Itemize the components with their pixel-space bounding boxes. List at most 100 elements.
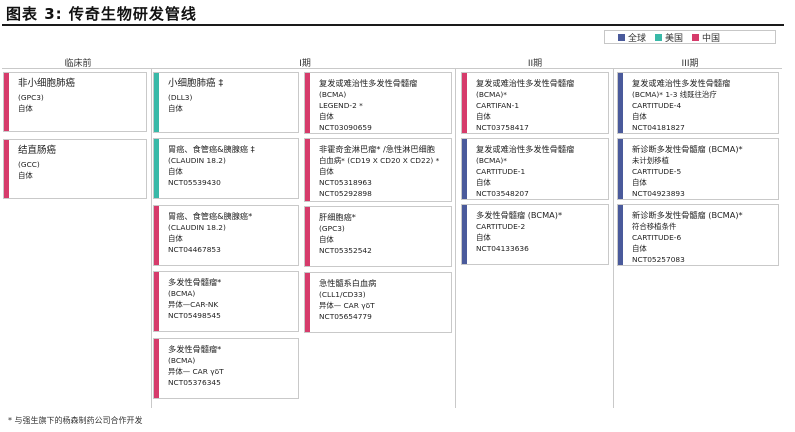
card-target: (BCMA)* — [476, 90, 507, 99]
region-bar — [154, 339, 159, 398]
card-indication: 急性髓系白血病 — [319, 278, 377, 288]
card-indication: 复发或难治性多发性骨髓瘤 — [476, 78, 575, 88]
card-cell-source: 自体 — [632, 112, 647, 121]
title-rule — [2, 24, 784, 26]
card-indication: 非霍奇金淋巴瘤* /急性淋巴细胞 — [319, 144, 435, 154]
card-trial-id: NCT05498545 — [168, 311, 221, 320]
footnote: * 与强生旗下的杨森制药公司合作开发 — [8, 416, 143, 425]
figure-title: 图表 3: 传奇生物研发管线 — [6, 5, 197, 23]
card-indication: 胃癌、食管癌&胰腺癌* — [168, 211, 253, 221]
card-target: (CLAUDIN 18.2) — [168, 223, 226, 232]
card-indication: 小细胞肺癌 ‡ — [168, 78, 224, 89]
card-trial-id: NCT05654779 — [319, 312, 372, 321]
card-study: CARTITUDE-4 — [632, 101, 682, 110]
card-population: 未计划移植 — [632, 156, 669, 165]
region-bar — [305, 73, 310, 133]
card-trial-id: NCT04467853 — [168, 245, 221, 254]
card-indication: 多发性骨髓瘤* — [168, 344, 222, 354]
card-indication: 复发或难治性多发性骨髓瘤 — [476, 144, 575, 154]
region-bar — [462, 139, 467, 199]
legend-label-us: 美国 — [665, 33, 684, 44]
pipeline-card: 复发或难治性多发性骨髓瘤 (BCMA)* CARTITUDE-1 自体 NCT0… — [461, 138, 609, 200]
pipeline-card: 复发或难治性多发性骨髓瘤 (BCMA)* 1-3 线既往治疗 CARTITUDE… — [617, 72, 779, 134]
card-indication: 新诊断多发性骨髓瘤 (BCMA)* — [632, 210, 743, 220]
card-trial-id: NCT03548207 — [476, 189, 529, 198]
card-target: (BCMA) — [319, 90, 347, 99]
pipeline-card: 肝细胞癌* (GPC3) 自体 NCT05352542 — [304, 206, 452, 267]
card-trial-id: NCT03758417 — [476, 123, 529, 132]
pipeline-card: 复发或难治性多发性骨髓瘤 (BCMA) LEGEND-2 * 自体 NCT030… — [304, 72, 452, 134]
legend-label-global: 全球 — [628, 33, 647, 44]
card-target: (BCMA)* 1-3 线既往治疗 — [632, 90, 717, 99]
region-bar — [618, 73, 623, 133]
card-study: CARTIFAN-1 — [476, 101, 520, 110]
card-cell-source: 自体 — [632, 178, 647, 187]
legend-swatch-china — [692, 33, 700, 41]
card-target: (GCC) — [18, 160, 40, 169]
legend-item-us: 美国 — [655, 31, 683, 44]
region-bar — [305, 139, 310, 201]
card-cell-source: 自体 — [168, 234, 183, 243]
pipeline-card: 复发或难治性多发性骨髓瘤 (BCMA)* CARTIFAN-1 自体 NCT03… — [461, 72, 609, 134]
card-cell-source: 自体 — [476, 178, 491, 187]
region-bar — [618, 139, 623, 199]
region-bar — [305, 207, 310, 266]
pipeline-card: 多发性骨髓瘤* (BCMA) 异体—CAR-NK NCT05498545 — [153, 271, 299, 332]
card-cell-source: 异体—CAR-NK — [168, 300, 219, 309]
card-indication: 新诊断多发性骨髓瘤 (BCMA)* — [632, 144, 743, 154]
card-indication-cont: 白血病* (CD19 X CD20 X CD22) * — [319, 156, 440, 165]
card-cell-source: 自体 — [168, 167, 183, 176]
card-indication: 非小细胞肺癌 — [18, 78, 76, 89]
card-trial-id: NCT04181827 — [632, 123, 685, 132]
card-target: (BCMA)* — [476, 156, 507, 165]
card-target: (BCMA) — [168, 289, 196, 298]
card-indication: 复发或难治性多发性骨髓瘤 — [632, 78, 731, 88]
region-bar — [462, 205, 467, 264]
pipeline-card: 非小细胞肺癌 (GPC3) 自体 — [3, 72, 147, 132]
card-cell-source: 自体 — [18, 104, 33, 113]
card-trial-id: NCT05257083 — [632, 255, 685, 264]
region-bar — [618, 205, 623, 265]
region-bar — [305, 273, 310, 332]
card-trial-id: NCT05292898 — [319, 189, 372, 198]
region-bar — [154, 272, 159, 331]
phase-label-phase-2: II期 — [527, 59, 543, 69]
card-study: LEGEND-2 * — [319, 101, 363, 110]
card-cell-source: 自体 — [476, 233, 491, 242]
pipeline-card: 多发性骨髓瘤* (BCMA) 异体— CAR γδT NCT05376345 — [153, 338, 299, 399]
card-cell-source: 自体 — [632, 244, 647, 253]
pipeline-card: 胃癌、食管癌&胰腺癌* (CLAUDIN 18.2) 自体 NCT0446785… — [153, 205, 299, 266]
pipeline-card: 胃癌、食管癌&胰腺癌 ‡ (CLAUDIN 18.2) 自体 NCT055394… — [153, 138, 299, 199]
card-target: (BCMA) — [168, 356, 196, 365]
card-study: CARTITUDE-5 — [632, 167, 682, 176]
card-indication: 多发性骨髓瘤 (BCMA)* — [476, 210, 563, 220]
legend-swatch-global — [618, 33, 625, 41]
card-trial-id: NCT05318963 — [319, 178, 372, 187]
card-trial-id: NCT04133636 — [476, 244, 529, 253]
card-trial-id: NCT05352542 — [319, 246, 372, 255]
region-bar — [154, 206, 159, 265]
pipeline-card: 多发性骨髓瘤 (BCMA)* CARTITUDE-2 自体 NCT0413363… — [461, 204, 609, 265]
legend-swatch-us — [655, 33, 663, 41]
card-cell-source: 自体 — [18, 171, 33, 180]
pipeline-card: 结直肠癌 (GCC) 自体 — [3, 139, 147, 199]
card-trial-id: NCT05539430 — [168, 178, 221, 187]
card-cell-source: 自体 — [319, 112, 334, 121]
region-bar — [154, 139, 159, 198]
region-bar — [462, 73, 467, 133]
phase-label-phase-1: I期 — [299, 59, 311, 69]
region-bar — [4, 73, 9, 131]
card-cell-source: 异体— CAR γδT — [168, 367, 224, 376]
legend-label-china: 中国 — [702, 33, 721, 44]
card-target: (CLL1/CD33) — [319, 290, 366, 299]
legend: 全球 美国 中国 — [604, 30, 776, 44]
card-indication: 结直肠癌 — [18, 145, 57, 156]
pipeline-card: 小细胞肺癌 ‡ (DLL3) 自体 — [153, 72, 299, 133]
phase-label-phase-3: III期 — [681, 59, 699, 69]
card-target: (DLL3) — [168, 93, 193, 102]
card-indication: 肝细胞癌* — [319, 212, 356, 222]
column-divider-2 — [455, 68, 456, 408]
card-study: CARTITUDE-6 — [632, 233, 682, 242]
pipeline-card: 急性髓系白血病 (CLL1/CD33) 异体— CAR γδT NCT05654… — [304, 272, 452, 333]
header-divider — [2, 68, 782, 69]
